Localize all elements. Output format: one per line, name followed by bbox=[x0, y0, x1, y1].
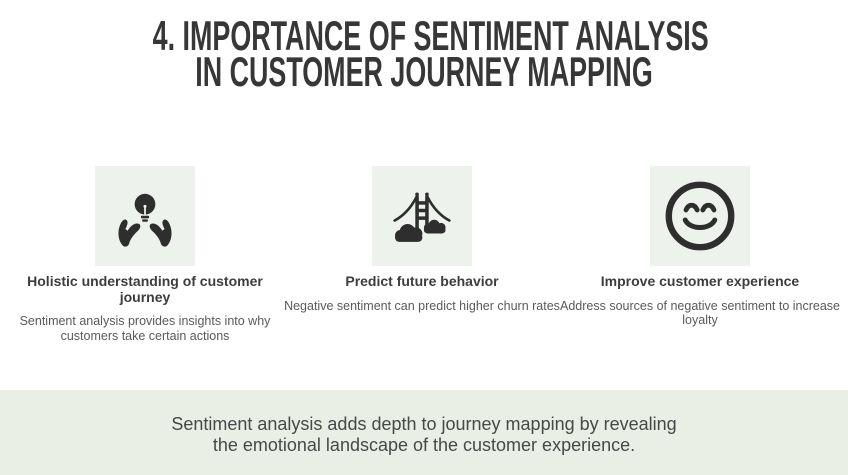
bridge-with-clouds-icon bbox=[393, 192, 451, 242]
column-description: Address sources of negative sentiment to… bbox=[560, 298, 841, 328]
icon-tile bbox=[95, 166, 195, 266]
banner-line-1: Sentiment analysis adds depth to journey… bbox=[171, 414, 677, 434]
column-heading: Improve customer experience bbox=[600, 273, 800, 289]
banner-line-2: the emotional landscape of the customer … bbox=[212, 435, 636, 455]
icon-tile bbox=[650, 166, 750, 266]
icon-tile bbox=[372, 166, 472, 266]
feature-column-holistic-understanding: Holistic understanding of customer journ… bbox=[5, 166, 285, 344]
column-description: Negative sentiment can predict higher ch… bbox=[284, 298, 560, 313]
column-description: Sentiment analysis provides insights int… bbox=[19, 314, 271, 344]
smiling-face-icon bbox=[665, 181, 735, 251]
hands-holding-lightbulb-icon bbox=[118, 193, 172, 247]
slide-title-line-2: IN CUSTOMER JOURNEY MAPPING bbox=[195, 48, 653, 95]
slide-title-line-1: 4. IMPORTANCE OF SENTIMENT ANALYSIS bbox=[152, 12, 709, 59]
feature-column-improve-experience: Improve customer experience Address sour… bbox=[560, 166, 840, 328]
slide-title: 4. IMPORTANCE OF SENTIMENT ANALYSIS IN C… bbox=[0, 12, 848, 95]
column-heading: Predict future behavior bbox=[345, 273, 499, 289]
column-heading: Holistic understanding of customer journ… bbox=[27, 273, 263, 305]
summary-banner: Sentiment analysis adds depth to journey… bbox=[0, 390, 848, 475]
feature-column-predict-behavior: Predict future behavior Negative sentime… bbox=[282, 166, 562, 313]
